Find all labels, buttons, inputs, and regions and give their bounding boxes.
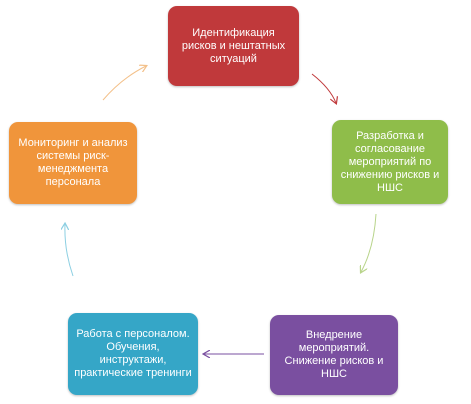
node-label: Идентификация рисков и нештатных ситуаци… xyxy=(181,26,286,65)
arrow-development-to-implementation xyxy=(361,213,377,272)
node-measures-implementation: Внедрение мероприятий. Снижение рисков и… xyxy=(270,315,398,395)
arrow-identification-to-development xyxy=(311,73,336,103)
node-risk-identification: Идентификация рисков и нештатных ситуаци… xyxy=(168,6,299,86)
node-measures-development: Разработка и согласование мероприятий по… xyxy=(332,120,448,204)
node-personnel-work: Работа с персоналом. Обучения, инструкта… xyxy=(68,313,198,395)
arrow-personnel-to-monitoring xyxy=(65,224,74,277)
node-label: Внедрение мероприятий. Снижение рисков и… xyxy=(284,329,384,380)
node-monitoring-analysis: Мониторинг и анализ системы риск-менеджм… xyxy=(9,122,137,204)
node-label: Работа с персоналом. Обучения, инструкта… xyxy=(74,328,192,379)
node-label: Мониторинг и анализ системы риск-менеджм… xyxy=(18,137,128,188)
node-label: Разработка и согласование мероприятий по… xyxy=(340,129,440,194)
arrow-monitoring-to-identification xyxy=(102,66,146,101)
